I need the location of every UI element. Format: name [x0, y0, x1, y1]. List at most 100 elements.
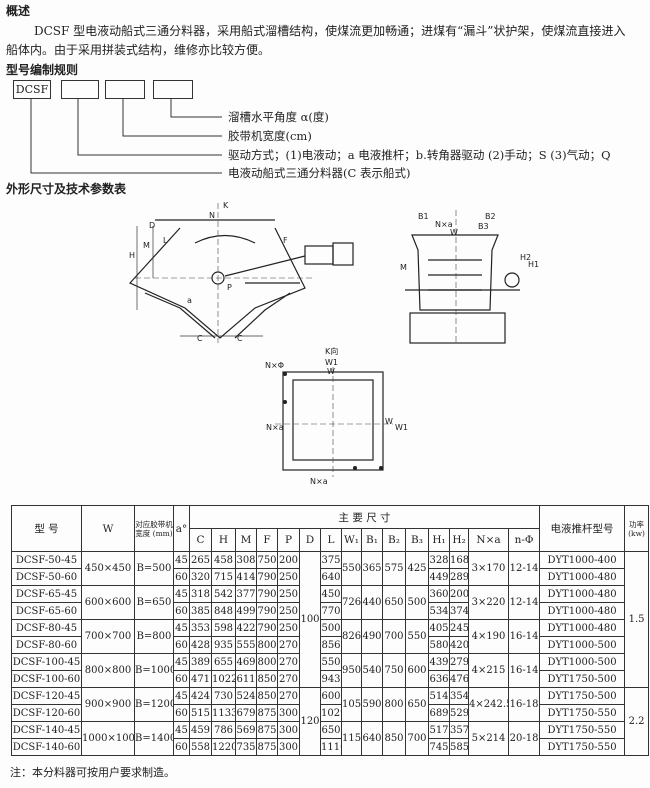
cell-nxa: 3×220 — [468, 585, 509, 620]
cell-h1: 439 — [428, 653, 450, 671]
cell-f: 875 — [256, 738, 278, 756]
subheader-column: B₁ — [361, 528, 383, 552]
cell-nxa: 4×190 — [468, 619, 509, 654]
cell-h2: 354 — [449, 687, 469, 705]
cell-h2: 420 — [449, 636, 469, 654]
cell-pusher-model: DYT1750-500 — [539, 687, 626, 705]
cell-h: 542 — [211, 585, 236, 603]
cell-pusher-model: DYT1750-550 — [539, 704, 626, 722]
side-view-drawing: B1 B2 B3 N×a W M H2 H1 — [400, 210, 539, 345]
cell-h2: 168 — [449, 551, 469, 569]
subheader-column: B₂ — [382, 528, 406, 552]
cell-power: 1.5 — [624, 551, 650, 688]
header-power: 功率(kw) — [624, 505, 650, 552]
cell-w: 1000×1000 — [81, 721, 135, 756]
cell-w1: 726 — [341, 585, 362, 620]
header-w: W — [81, 505, 135, 552]
cell-b1: 440 — [361, 585, 383, 620]
cell-h: 786 — [211, 721, 236, 739]
cell-p: 270 — [277, 653, 300, 671]
cell-n-phi: 12-14 — [507, 585, 541, 620]
label-a: a — [187, 296, 192, 305]
cell-n-phi: 16-14 — [507, 619, 541, 654]
cell-l: 640 — [320, 568, 342, 586]
cell-c: 265 — [189, 551, 212, 569]
cell-p: 200 — [277, 551, 300, 569]
cell-pusher-model: DYT1750-550 — [539, 721, 626, 739]
label-f: F — [283, 236, 288, 245]
cell-p: 270 — [277, 687, 300, 705]
overview-heading: 概述 — [6, 4, 31, 18]
model-rule-leader-lines — [30, 99, 222, 174]
cell-pusher-model: DYT1750-500 — [539, 670, 626, 688]
cell-w: 800×800 — [81, 653, 135, 688]
cell-b2: 850 — [382, 721, 406, 756]
cell-power: 2.2 — [624, 687, 650, 756]
cell-m: 377 — [235, 585, 257, 603]
cell-angle: 60 — [173, 704, 190, 722]
cell-h2: 279 — [449, 653, 469, 671]
cell-w: 700×700 — [81, 619, 135, 654]
cell-h: 1022 — [211, 670, 236, 688]
subheader-column: H₂ — [449, 528, 469, 552]
cell-h2: 357 — [449, 721, 469, 739]
cell-p: 300 — [277, 738, 300, 756]
table-row: DCSF-120-606051511336798753001029689529D… — [11, 704, 649, 722]
cell-h1: 745 — [428, 738, 450, 756]
cell-angle: 45 — [173, 687, 190, 705]
cell-m: 414 — [235, 568, 257, 586]
cell-f: 790 — [256, 602, 278, 620]
cell-f: 875 — [256, 721, 278, 739]
label-b2: B2 — [485, 212, 496, 221]
cell-c: 318 — [189, 585, 212, 603]
cell-p: 300 — [277, 704, 300, 722]
cell-w: 600×600 — [81, 585, 135, 620]
cell-p: 270 — [277, 636, 300, 654]
cell-angle: 45 — [173, 653, 190, 671]
cell-h: 730 — [211, 687, 236, 705]
cell-model: DCSF-50-45 — [11, 551, 82, 569]
subheader-column: n-Φ — [507, 528, 541, 552]
cell-f: 790 — [256, 568, 278, 586]
header-model: 型 号 — [11, 505, 82, 552]
cell-w1: 1050 — [341, 687, 362, 722]
cell-b2: 800 — [382, 687, 406, 722]
header-angle: a° — [173, 505, 190, 552]
label-w-right: W — [385, 417, 393, 426]
table-row: DCSF-140-451000×1000B=140045459786569875… — [11, 721, 649, 756]
cell-f: 850 — [256, 670, 278, 688]
cell-b2: 700 — [382, 619, 406, 654]
label-h2: H2 — [520, 253, 531, 262]
cell-l: 500 — [320, 619, 342, 637]
cell-h2: 200 — [449, 585, 469, 603]
label-c-left: C — [197, 334, 203, 343]
cell-nxa: 4×215 — [468, 653, 509, 688]
cell-angle: 45 — [173, 721, 190, 739]
cell-p: 250 — [277, 619, 300, 637]
cell-pusher-model: DYT1000-480 — [539, 585, 626, 603]
cell-h1: 636 — [428, 670, 450, 688]
overview-text-line2: 船体内。由于采用拼装式结构，维修亦比较方便。 — [6, 43, 271, 57]
footnote: 注：本分料器可按用户要求制造。 — [10, 766, 175, 779]
cell-model: DCSF-100-60 — [11, 670, 82, 688]
cell-b1: 365 — [361, 551, 383, 586]
cell-h1: 689 — [428, 704, 450, 722]
model-rule-heading: 型号编制规则 — [6, 63, 79, 77]
cell-h: 458 — [211, 551, 236, 569]
cell-angle: 60 — [173, 602, 190, 620]
cell-pusher-model: DYT1000-400 — [539, 551, 626, 569]
cell-h2: 529 — [449, 704, 469, 722]
cell-angle: 60 — [173, 636, 190, 654]
cell-c: 428 — [189, 636, 212, 654]
cell-h: 848 — [211, 602, 236, 620]
rule-label-drive: 驱动方式；(1)电液动；a 电液推杆；b.转角器驱动 (2)手动；S (3)气动… — [228, 148, 611, 162]
header-belt-width: 对应胶带机宽度 (mm) — [134, 505, 174, 552]
cell-b1: 540 — [361, 653, 383, 688]
cell-belt-width: B=500 — [134, 551, 174, 586]
cell-nxa: 3×170 — [468, 551, 509, 586]
